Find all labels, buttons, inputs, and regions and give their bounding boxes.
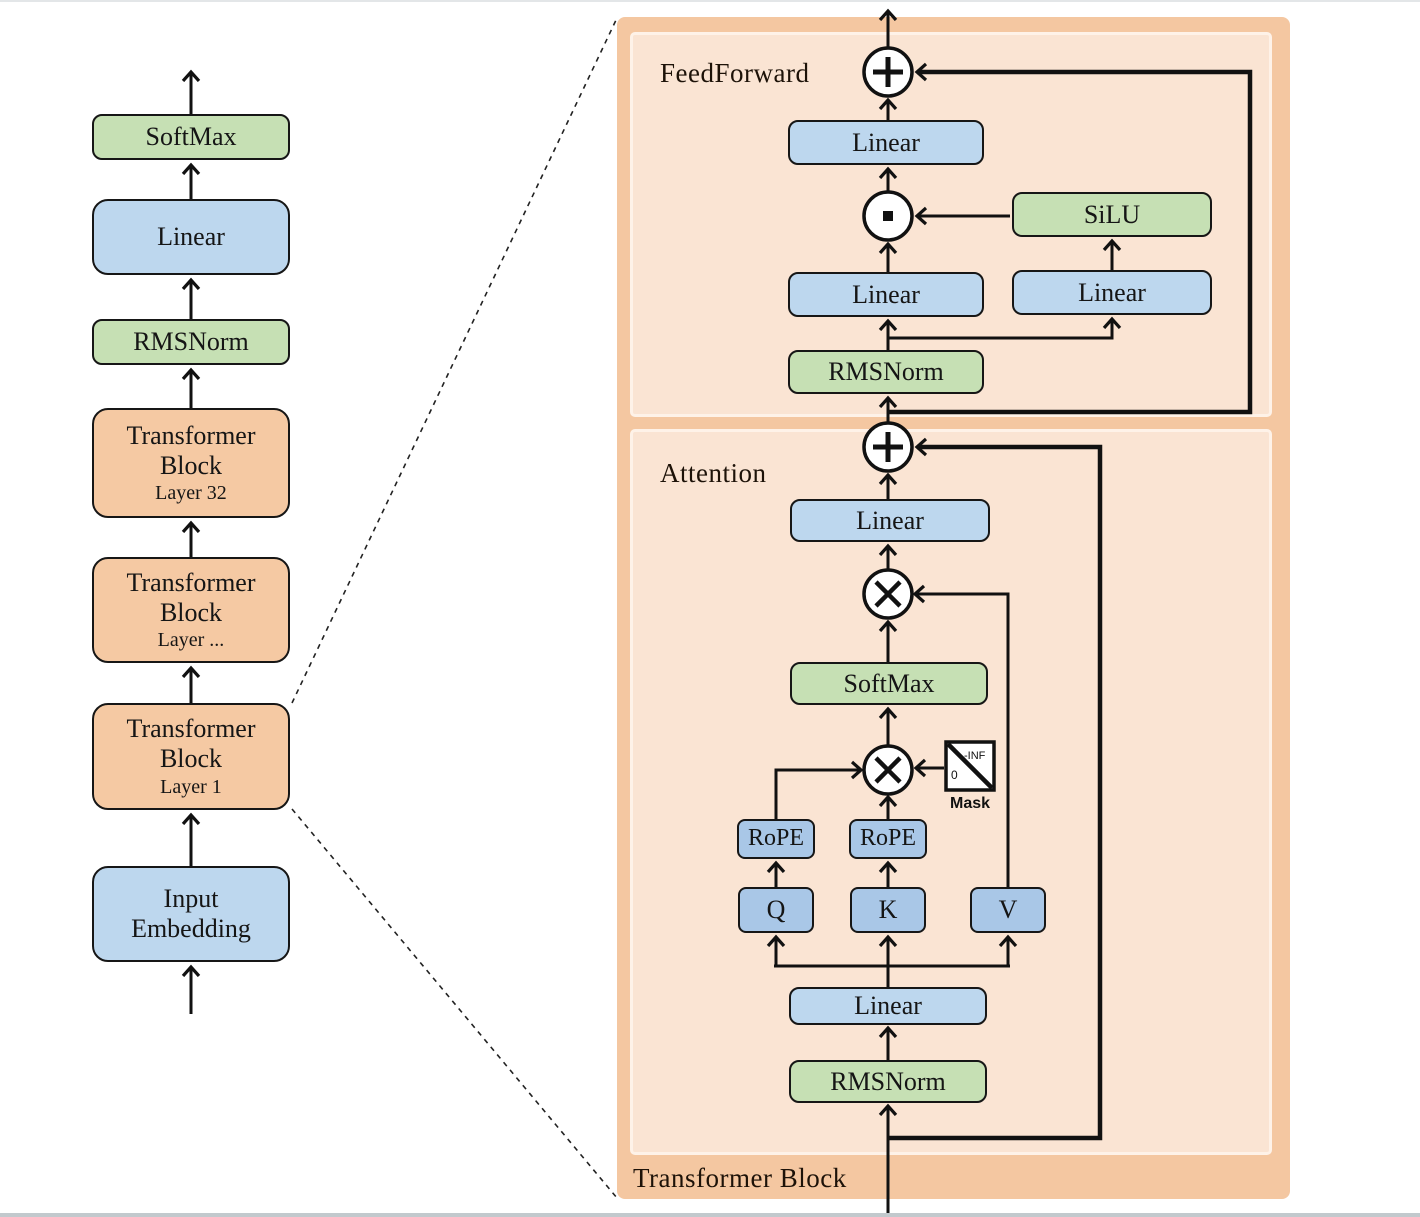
matmul-op-upper-icon (862, 568, 914, 620)
elementwise-mul-op-icon (862, 190, 914, 242)
attention-label: Attention (660, 458, 767, 488)
ff-linear-left-box: Linear (788, 272, 984, 317)
add-op-feedforward-icon (862, 46, 914, 98)
attn-v-box: V (970, 887, 1046, 933)
left-softmax-box: SoftMax (92, 114, 290, 160)
attn-q-box: Q (738, 887, 814, 933)
svg-text:0: 0 (951, 768, 958, 782)
left-linear-box: Linear (92, 199, 290, 275)
attention-panel (630, 429, 1272, 1155)
svg-text:-INF: -INF (964, 750, 986, 762)
attention-arrows (774, 398, 1010, 1213)
residual-connections (888, 72, 1253, 1141)
attn-rmsnorm-box: RMSNorm (789, 1060, 987, 1103)
causal-mask-icon: -INF 0 Mask (944, 740, 996, 812)
zoom-guide-lines (291, 17, 618, 1199)
attn-rope-k-box: RoPE (849, 819, 927, 859)
transformer-block-32-box: Transformer Block Layer 32 (92, 408, 290, 518)
ff-rmsnorm-box: RMSNorm (788, 350, 984, 394)
transformer-block-mid-box: Transformer Block Layer ... (92, 557, 290, 663)
feedforward-arrows (888, 11, 1112, 350)
attn-linear-out-box: Linear (790, 499, 990, 542)
input-embedding-box: Input Embedding (92, 866, 290, 962)
ff-linear-right-box: Linear (1012, 270, 1212, 315)
transformer-block-1-box: Transformer Block Layer 1 (92, 703, 290, 810)
left-rmsnorm-box: RMSNorm (92, 319, 290, 365)
attn-rope-q-box: RoPE (737, 819, 815, 859)
svg-text:Mask: Mask (950, 795, 990, 812)
ff-silu-box: SiLU (1012, 192, 1212, 237)
transformer-block-label: Transformer Block (633, 1163, 847, 1193)
ff-linear-top-box: Linear (788, 120, 984, 165)
attn-linear-in-box: Linear (789, 987, 987, 1025)
attn-k-box: K (850, 887, 926, 933)
attn-softmax-box: SoftMax (790, 662, 988, 705)
matmul-op-lower-icon (862, 744, 914, 796)
add-op-attention-icon (862, 421, 914, 473)
feedforward-label: FeedForward (660, 58, 810, 88)
